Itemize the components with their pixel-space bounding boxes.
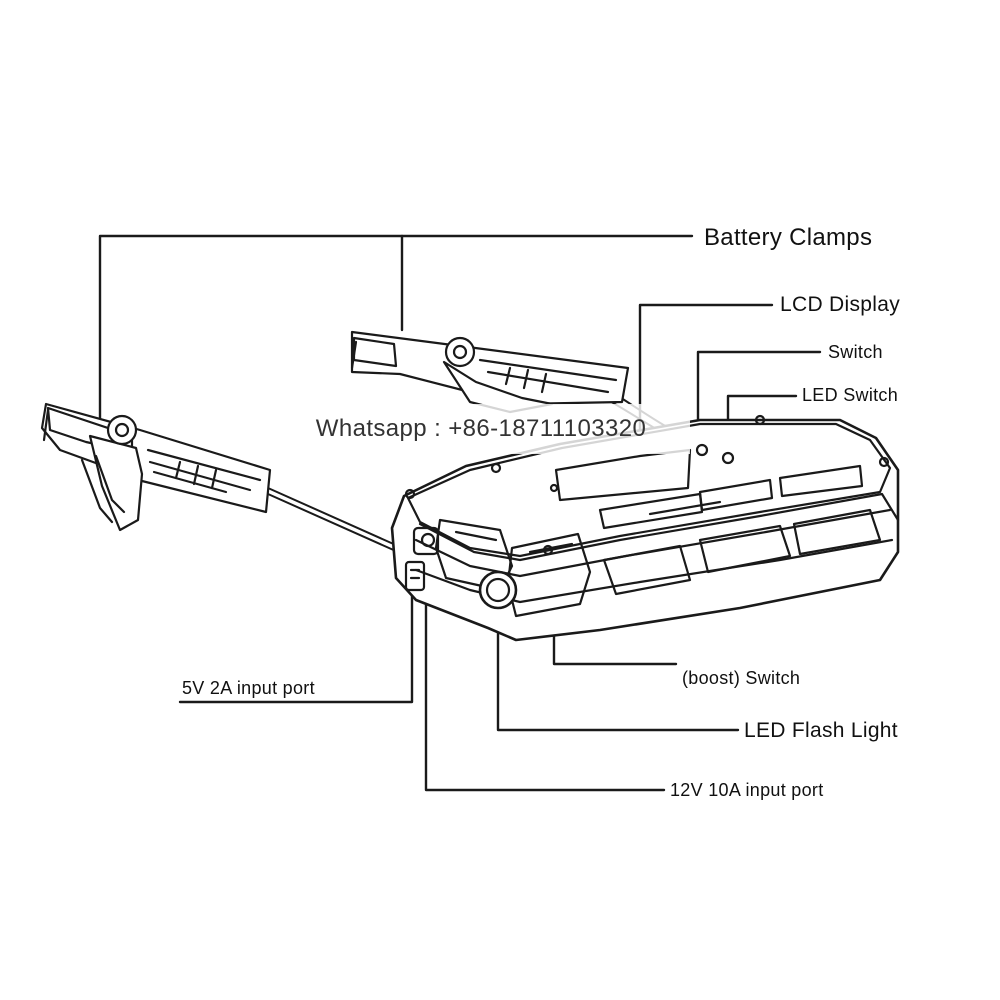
label-5v-input-port: 5V 2A input port: [182, 678, 315, 698]
leader-12v-input: [424, 558, 666, 792]
label-battery-clamps: Battery Clamps: [704, 224, 873, 251]
leader-5v-input: [178, 572, 414, 704]
label-led-switch: LED Switch: [802, 385, 899, 405]
label-lcd-display: LCD Display: [780, 293, 900, 316]
watermark-banner: Whatsapp : +86-18711103320: [272, 404, 690, 454]
leader-switch: [696, 350, 822, 444]
label-switch: Switch: [828, 342, 883, 362]
watermark-text: Whatsapp : +86-18711103320: [315, 415, 647, 442]
left-battery-clamp: [40, 402, 272, 532]
right-battery-clamp: [350, 330, 630, 414]
label-boost-switch: (boost) Switch: [682, 668, 801, 688]
jump-starter-body: [390, 414, 900, 642]
leader-led-flash: [496, 603, 740, 732]
label-12v-input-port: 12V 10A input port: [670, 780, 824, 800]
label-led-flash-light: LED Flash Light: [744, 719, 898, 742]
leader-battery-clamps: [98, 234, 694, 422]
